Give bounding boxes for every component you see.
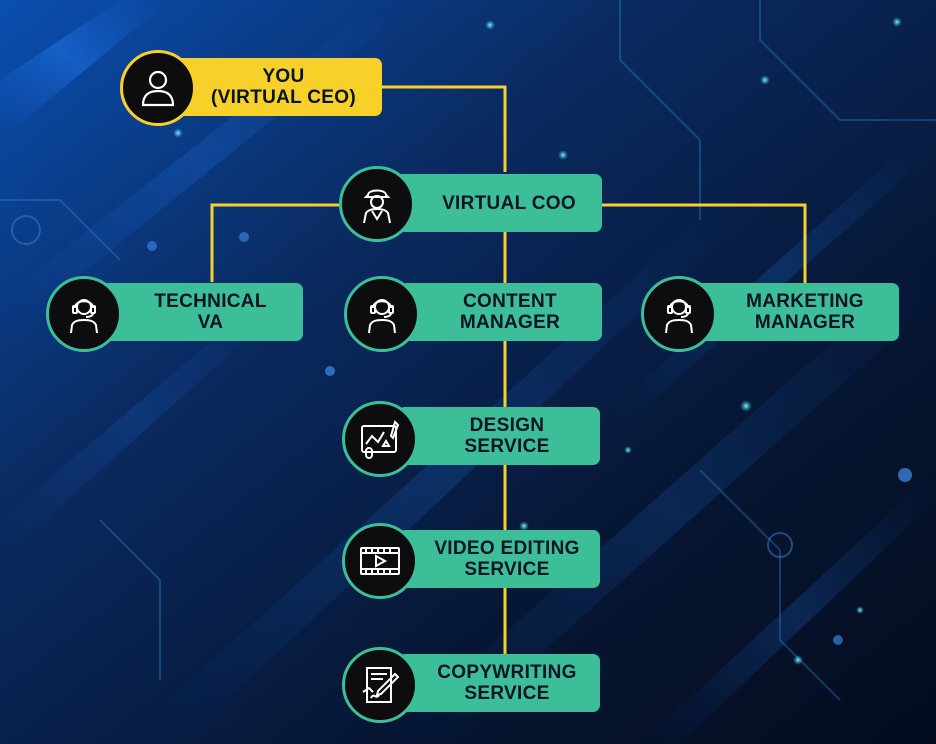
- headset-icon: [344, 276, 420, 352]
- node-text: CONTENT MANAGER: [459, 291, 561, 333]
- node-label: DESIGN SERVICE: [398, 407, 600, 465]
- headset-icon: [46, 276, 122, 352]
- person-icon: [120, 50, 196, 126]
- node-label: VIRTUAL COO: [392, 174, 602, 232]
- connector-coo-marketing: [600, 203, 807, 283]
- video-player-icon: [342, 523, 418, 599]
- node-text: YOU (VIRTUAL CEO): [211, 66, 356, 108]
- connector-coo-technical: [210, 203, 340, 282]
- node-label: YOU (VIRTUAL CEO): [175, 58, 382, 116]
- worker-icon: [339, 166, 415, 242]
- writing-icon: [342, 647, 418, 723]
- node-text: COPYWRITING SERVICE: [437, 662, 577, 704]
- node-text: VIDEO EDITING SERVICE: [434, 538, 580, 580]
- node-label: VIDEO EDITING SERVICE: [398, 530, 600, 588]
- node-text: TECHNICAL VA: [154, 291, 267, 333]
- node-label: TECHNICAL VA: [100, 283, 303, 341]
- node-label: MARKETING MANAGER: [695, 283, 899, 341]
- design-tablet-icon: [342, 401, 418, 477]
- node-label: COPYWRITING SERVICE: [398, 654, 600, 712]
- headset-icon: [641, 276, 717, 352]
- node-text: DESIGN SERVICE: [464, 415, 550, 457]
- node-label: CONTENT MANAGER: [400, 283, 602, 341]
- node-text: VIRTUAL COO: [442, 192, 576, 214]
- node-text: MARKETING MANAGER: [746, 291, 864, 333]
- connector-ceo-coo: [380, 85, 507, 172]
